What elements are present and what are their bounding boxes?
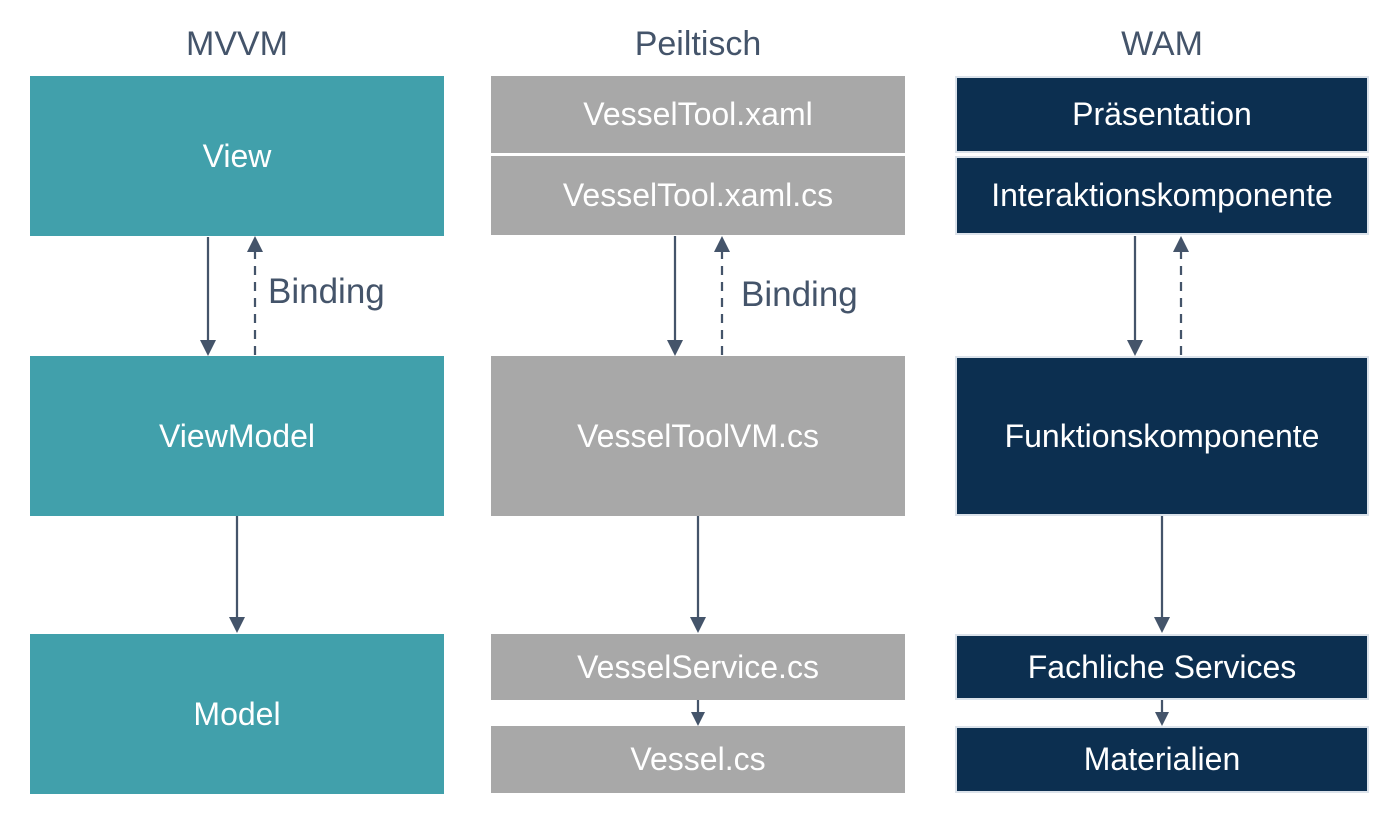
mvvm-binding-label: Binding bbox=[268, 272, 385, 311]
mvvm-viewmodel-box: ViewModel bbox=[30, 356, 444, 516]
wam-interaktionskomponente-box: Interaktionskomponente bbox=[955, 156, 1369, 235]
column-title-wam: WAM bbox=[1121, 25, 1203, 63]
peiltisch-vesselservice-box: VesselService.cs bbox=[491, 634, 905, 700]
mvvm-view-box: View bbox=[30, 76, 444, 236]
wam-fachliche-services-box: Fachliche Services bbox=[955, 634, 1369, 700]
arrow-viewmodel-to-view-dashed bbox=[247, 236, 263, 355]
arrow-funktion-to-services-solid bbox=[1154, 516, 1170, 633]
column-title-mvvm: MVVM bbox=[186, 25, 288, 63]
peiltisch-binding-label: Binding bbox=[741, 275, 858, 314]
arrow-services-to-materialien-solid bbox=[1155, 700, 1169, 726]
peiltisch-vesseltool-xaml-box: VesselTool.xaml bbox=[491, 76, 905, 153]
peiltisch-vesseltool-xaml-cs-box: VesselTool.xaml.cs bbox=[491, 156, 905, 235]
arrow-interaktion-to-funktion-solid bbox=[1127, 236, 1143, 356]
wam-praesentation-box: Präsentation bbox=[955, 76, 1369, 153]
arrow-funktion-to-interaktion-dashed bbox=[1173, 236, 1189, 355]
arrow-vm-to-vesseltool-dashed bbox=[714, 236, 730, 355]
arrow-vesselservice-to-vessel-solid bbox=[691, 700, 705, 726]
column-title-peiltisch: Peiltisch bbox=[634, 25, 762, 63]
arrow-vesseltool-to-vm-solid bbox=[667, 236, 683, 356]
wam-materialien-box: Materialien bbox=[955, 726, 1369, 793]
wam-funktionskomponente-box: Funktionskomponente bbox=[955, 356, 1369, 516]
peiltisch-vesseltoolvm-box: VesselToolVM.cs bbox=[491, 356, 905, 516]
mvvm-model-box: Model bbox=[30, 634, 444, 794]
arrow-vm-to-vesselservice-solid bbox=[690, 516, 706, 633]
peiltisch-vessel-box: Vessel.cs bbox=[491, 726, 905, 793]
arrow-viewmodel-to-model-solid bbox=[229, 516, 245, 633]
arrow-view-to-viewmodel-solid bbox=[200, 237, 216, 356]
